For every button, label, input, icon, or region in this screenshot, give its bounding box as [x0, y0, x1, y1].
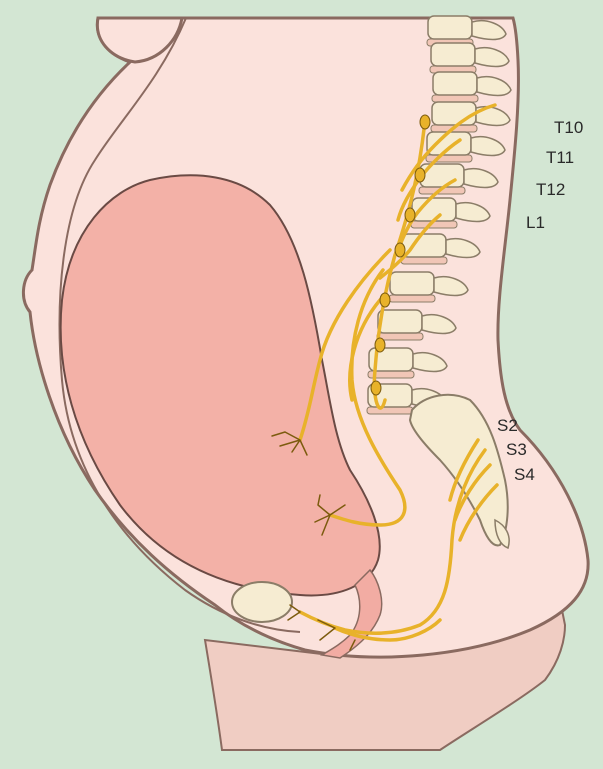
ganglion [405, 208, 415, 222]
vertebral-body [428, 16, 472, 39]
vertebral-body [431, 43, 475, 66]
intervertebral-disc [377, 333, 423, 340]
ganglion [371, 381, 381, 395]
ganglion [395, 243, 405, 257]
ganglion [380, 293, 390, 307]
label-s4: S4 [514, 465, 535, 484]
intervertebral-disc [389, 295, 435, 302]
label-s3: S3 [506, 440, 527, 459]
vertebral-body [433, 72, 477, 95]
ganglion [420, 115, 430, 129]
label-s2: S2 [497, 416, 518, 435]
ganglion [375, 338, 385, 352]
vertebral-body [432, 102, 476, 125]
label-t12: T12 [536, 180, 565, 199]
ganglion [415, 168, 425, 182]
vertebral-body [390, 272, 434, 295]
intervertebral-disc [367, 407, 413, 414]
label-t11: T11 [546, 148, 574, 167]
pubic-bone [232, 582, 292, 622]
intervertebral-disc [401, 257, 447, 264]
label-l1: L1 [526, 213, 545, 232]
label-t10: T10 [554, 118, 583, 137]
intervertebral-disc [432, 95, 478, 102]
vertebral-body [427, 132, 471, 155]
vertebral-body [378, 310, 422, 333]
